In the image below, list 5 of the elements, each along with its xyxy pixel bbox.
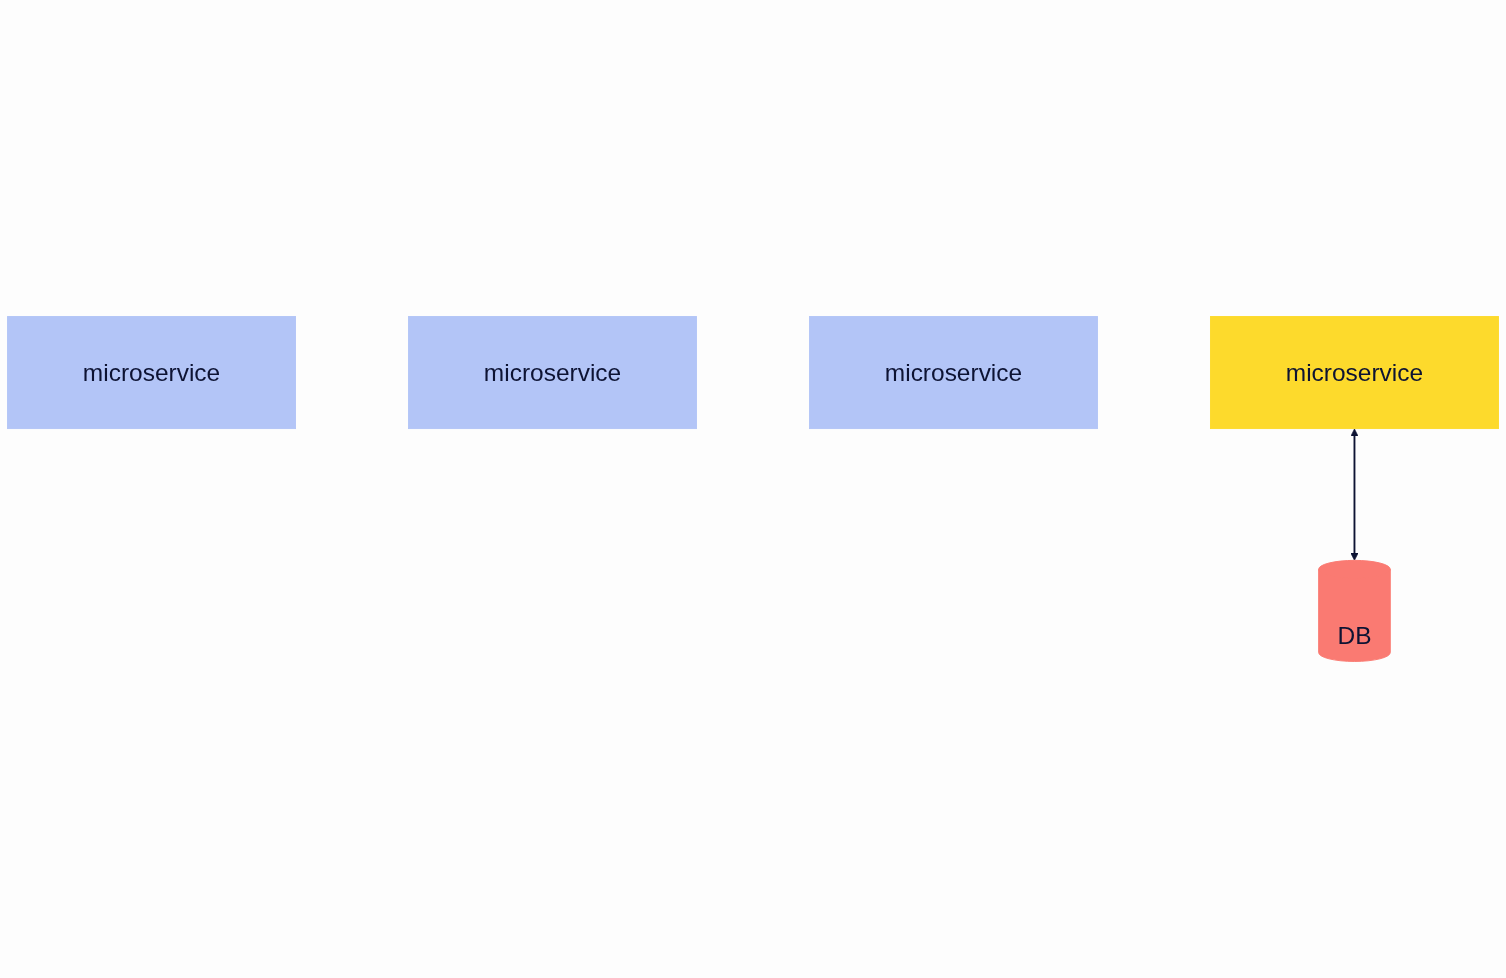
node-box: microservice — [7, 316, 296, 430]
node-box: microservice — [1210, 316, 1499, 430]
node-box: microservice — [809, 316, 1098, 430]
arrow — [1350, 428, 1359, 561]
node-box: microservice — [408, 316, 697, 430]
